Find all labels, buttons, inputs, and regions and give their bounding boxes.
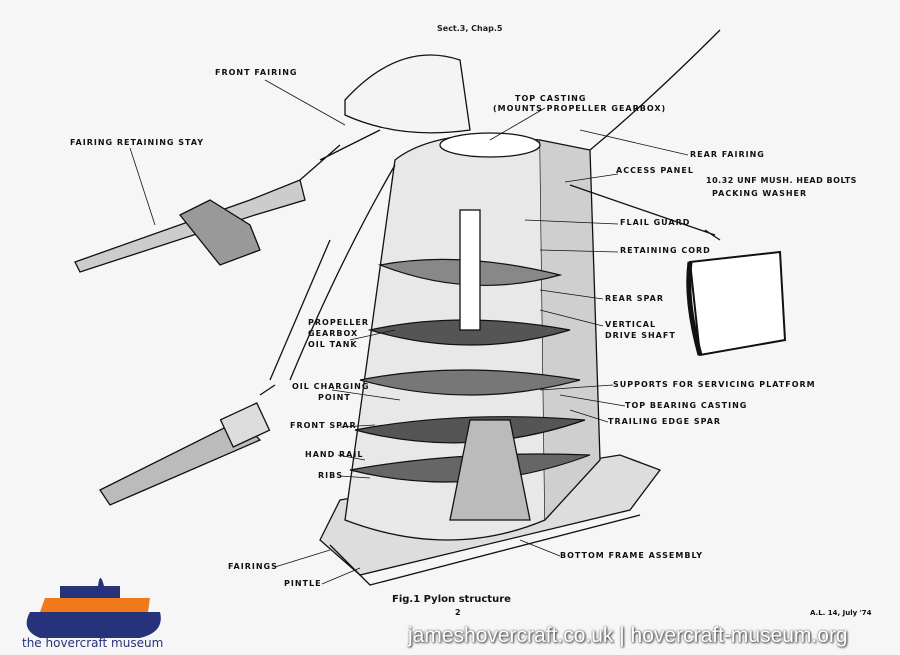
label-oil-tank-2: GEARBOX	[308, 329, 359, 338]
label-oil-tank-3: OIL TANK	[308, 340, 358, 349]
hovercraft-museum-logo	[26, 578, 161, 638]
label-vertical-drive-shaft-1: VERTICAL	[605, 320, 657, 329]
label-pintle: PINTLE	[284, 579, 322, 588]
label-supports: SUPPORTS FOR SERVICING PLATFORM	[613, 380, 816, 389]
label-retaining-cord: RETAINING CORD	[620, 246, 711, 255]
top-casting	[439, 132, 541, 158]
label-access-panel: ACCESS PANEL	[616, 166, 694, 175]
top-bearing-casting	[449, 419, 531, 521]
label-packing-washer: PACKING WASHER	[712, 189, 808, 198]
label-oil-tank-1: PROPELLER	[308, 318, 369, 327]
access-panel-detail	[688, 250, 787, 357]
label-oil-charging-1: OIL CHARGING	[292, 382, 370, 391]
label-vertical-drive-shaft-2: DRIVE SHAFT	[605, 331, 676, 340]
label-flail-guard: FLAIL GUARD	[620, 218, 691, 227]
label-trailing-edge-spar: TRAILING EDGE SPAR	[608, 417, 722, 426]
amendment-note: A.L. 14, July '74	[810, 609, 872, 617]
label-fairings: FAIRINGS	[228, 562, 278, 571]
page-number: 2	[455, 608, 461, 617]
front-fairing	[344, 54, 471, 134]
leader-lines	[129, 79, 689, 585]
logo-text: the hovercraft museum	[22, 636, 164, 650]
label-front-fairing: FRONT FAIRING	[215, 68, 298, 77]
label-hand-rail: HAND RAIL	[305, 450, 364, 459]
label-front-spar: FRONT SPAR	[290, 421, 357, 430]
label-rear-spar: REAR SPAR	[605, 294, 665, 303]
vertical-drive-shaft	[459, 209, 481, 331]
label-top-casting-note: (MOUNTS PROPELLER GEARBOX)	[493, 104, 667, 113]
label-top-casting: TOP CASTING	[515, 94, 587, 103]
label-bolts: 10.32 UNF MUSH. HEAD BOLTS	[706, 176, 857, 185]
label-ribs: RIBS	[318, 471, 343, 480]
figure-caption: Fig.1 Pylon structure	[392, 594, 511, 605]
label-rear-fairing: REAR FAIRING	[690, 150, 765, 159]
section-header: Sect.3, Chap.5	[437, 24, 503, 33]
label-top-bearing-casting: TOP BEARING CASTING	[625, 401, 748, 410]
label-fairing-retaining-stay: FAIRING RETAINING STAY	[70, 138, 205, 147]
label-bottom-frame: BOTTOM FRAME ASSEMBLY	[560, 551, 704, 560]
watermark: jameshovercraft.co.uk | hovercraft-museu…	[408, 624, 848, 647]
label-oil-charging-2: POINT	[318, 393, 351, 402]
hand-rail-detail	[99, 419, 262, 506]
